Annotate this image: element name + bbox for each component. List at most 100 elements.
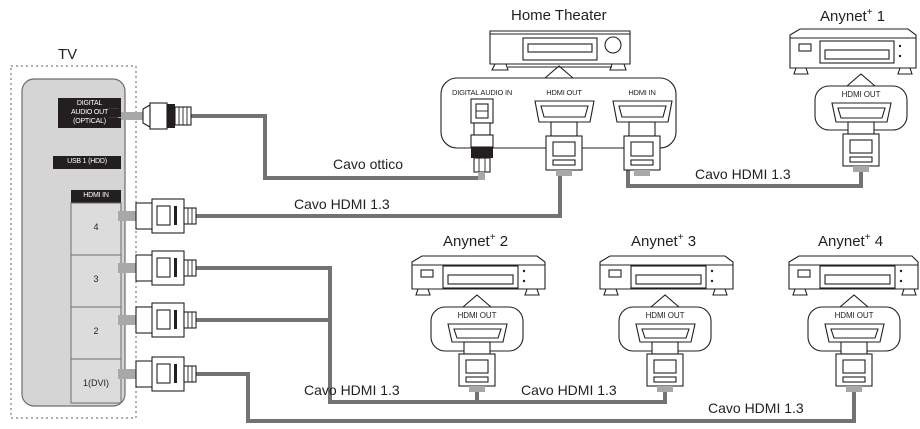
- anynet1-callout-arrow: [846, 73, 876, 87]
- anynet3-callout-arrow: [650, 294, 680, 308]
- hdmi-plug-tv-3: [118, 250, 197, 286]
- tv-port-hdmi-1: [70, 358, 122, 404]
- ht-hdmi-in-jack: [612, 100, 673, 123]
- anynet3-tray-slot: [635, 274, 702, 285]
- anynet4-title: Anynet+ 4: [818, 232, 883, 250]
- anynet2-callout-arrow: [462, 294, 492, 308]
- ht-chassis: [489, 30, 631, 65]
- anynet2-title-base: Anynet: [443, 233, 490, 250]
- hdmi-plug-tv-1: [118, 356, 197, 392]
- ht-digital-audio-in-label: DIGITAL AUDIO IN: [452, 88, 513, 97]
- anynet4-chassis: [788, 255, 919, 290]
- cable-label-hdmi-to-anynet2: Cavo HDMI 1.3: [304, 382, 400, 398]
- cable-label-optical: Cavo ottico: [333, 156, 404, 172]
- anynet4-tray-bezel: [819, 265, 896, 289]
- anynet1-chassis: [789, 28, 917, 69]
- cable-label-hdmi-ht-to-anynet1: Cavo HDMI 1.3: [695, 166, 791, 182]
- anynet3-title: Anynet+ 3: [631, 232, 696, 250]
- tv-port-hdmi-2: [70, 306, 122, 360]
- anynet3-title-sup: +: [677, 232, 684, 243]
- anynet1-hdmi-out-label: HDMI OUT: [841, 90, 881, 99]
- anynet2-tray-slot: [447, 274, 514, 285]
- cable-hdmi-tv2-seg: [196, 318, 332, 402]
- anynet3-title-base: Anynet: [631, 233, 678, 250]
- optical-plug-band: [167, 104, 175, 128]
- anynet4-title-num: 4: [874, 233, 884, 250]
- anynet1-led: [798, 43, 812, 52]
- anynet4-hdmi-out-jack: [824, 323, 885, 343]
- home-theater-group: [440, 30, 677, 149]
- tv-hdmi-port-3-label: 3: [93, 274, 99, 284]
- tv-hdmi-in-header: HDMI IN: [71, 192, 121, 200]
- tv-digital-audio-out-line1: DIGITAL: [58, 100, 121, 108]
- home-theater-title: Home Theater: [511, 7, 607, 24]
- anynet2-title-num: 2: [499, 233, 509, 250]
- anynet1-tray-slot: [824, 49, 890, 60]
- tv-dashed-boundary: [10, 65, 137, 419]
- optical-plug-body: [149, 102, 168, 130]
- anynet3-led: [608, 269, 622, 278]
- ht-hdmi-in-label: HDMI IN: [628, 88, 656, 97]
- anynet3-title-num: 3: [687, 233, 697, 250]
- anynet2-tray-bezel: [442, 265, 519, 289]
- anynet4-title-base: Anynet: [818, 233, 865, 250]
- ht-hdmi-out-plug: [545, 121, 583, 176]
- optical-cable-stub-tv: [118, 112, 144, 120]
- anynet4-hdmi-out-label: HDMI OUT: [834, 311, 874, 320]
- ht-foot-left: [491, 63, 509, 71]
- tv-digital-audio-out-line2: AUDIO OUT: [58, 109, 121, 117]
- tv-port-hdmi-3: [70, 254, 122, 308]
- anynet1-hdmi-plug: [842, 121, 880, 172]
- anynet4-hdmi-plug: [835, 341, 873, 392]
- tv-usb1-label: USB 1 (HDD): [53, 158, 121, 166]
- ht-tray-slot: [527, 43, 593, 53]
- anynet4-callout-arrow: [839, 294, 869, 308]
- anynet1-title: Anynet+ 1: [820, 7, 885, 25]
- anynet4-led: [797, 269, 811, 278]
- tv-hdmi-port-2-label: 2: [93, 326, 99, 336]
- tv-hdmi-port-4-label: 4: [93, 222, 99, 232]
- cable-label-hdmi-to-anynet3: Cavo HDMI 1.3: [521, 382, 617, 398]
- tv-digital-audio-out-line3: (OPTICAL): [58, 118, 121, 126]
- tv-port-hdmi-4: [70, 202, 122, 256]
- ht-optical-plug: [470, 122, 494, 180]
- anynet2-chassis: [411, 255, 546, 290]
- anynet2-hdmi-out-label: HDMI OUT: [457, 311, 497, 320]
- cable-hdmi-ht-to-anynet1: [626, 165, 863, 188]
- anynet1-title-sup: +: [866, 7, 873, 18]
- anynet1-group: [789, 28, 917, 172]
- anynet4-tray-slot: [824, 274, 891, 285]
- cable-label-hdmi-to-anynet4: Cavo HDMI 1.3: [708, 400, 804, 416]
- anynet3-chassis: [599, 255, 734, 290]
- optical-plug-tv: [118, 102, 192, 130]
- ht-hdmi-in-plug: [623, 121, 661, 176]
- anynet2-title: Anynet+ 2: [443, 232, 508, 250]
- anynet2-hdmi-out-jack: [447, 323, 508, 343]
- cable-routing: [190, 114, 863, 423]
- ht-foot-right: [609, 63, 627, 71]
- ht-knob: [604, 36, 622, 54]
- hdmi-plug-tv-2: [118, 302, 197, 338]
- anynet1-title-base: Anynet: [820, 8, 867, 25]
- optical-plug-tip: [142, 104, 151, 128]
- anynet2-title-sup: +: [489, 232, 496, 243]
- cable-label-hdmi-tv-to-ht: Cavo HDMI 1.3: [294, 196, 390, 212]
- anynet1-title-num: 1: [876, 8, 886, 25]
- tv-hdmi-port-1-label: 1(DVI): [82, 378, 109, 388]
- ht-hdmi-out-jack: [534, 100, 595, 123]
- hdmi-plug-tv-4: [118, 198, 197, 234]
- anynet2-hdmi-plug: [458, 341, 496, 392]
- anynet1-hdmi-out-jack: [831, 102, 892, 123]
- anynet1-tray-bezel: [819, 40, 895, 64]
- anynet3-hdmi-plug: [646, 341, 684, 392]
- ht-tray-bezel: [522, 37, 598, 61]
- anynet4-group: [788, 255, 919, 392]
- tv-title: TV: [58, 46, 78, 63]
- cable-hdmi-tv4-to-ht: [196, 170, 562, 218]
- anynet2-led: [420, 269, 434, 278]
- anynet2-group: [411, 255, 546, 392]
- cable-hdmi-tv1-to-anynet4: [196, 372, 856, 423]
- anynet3-group: [599, 255, 734, 392]
